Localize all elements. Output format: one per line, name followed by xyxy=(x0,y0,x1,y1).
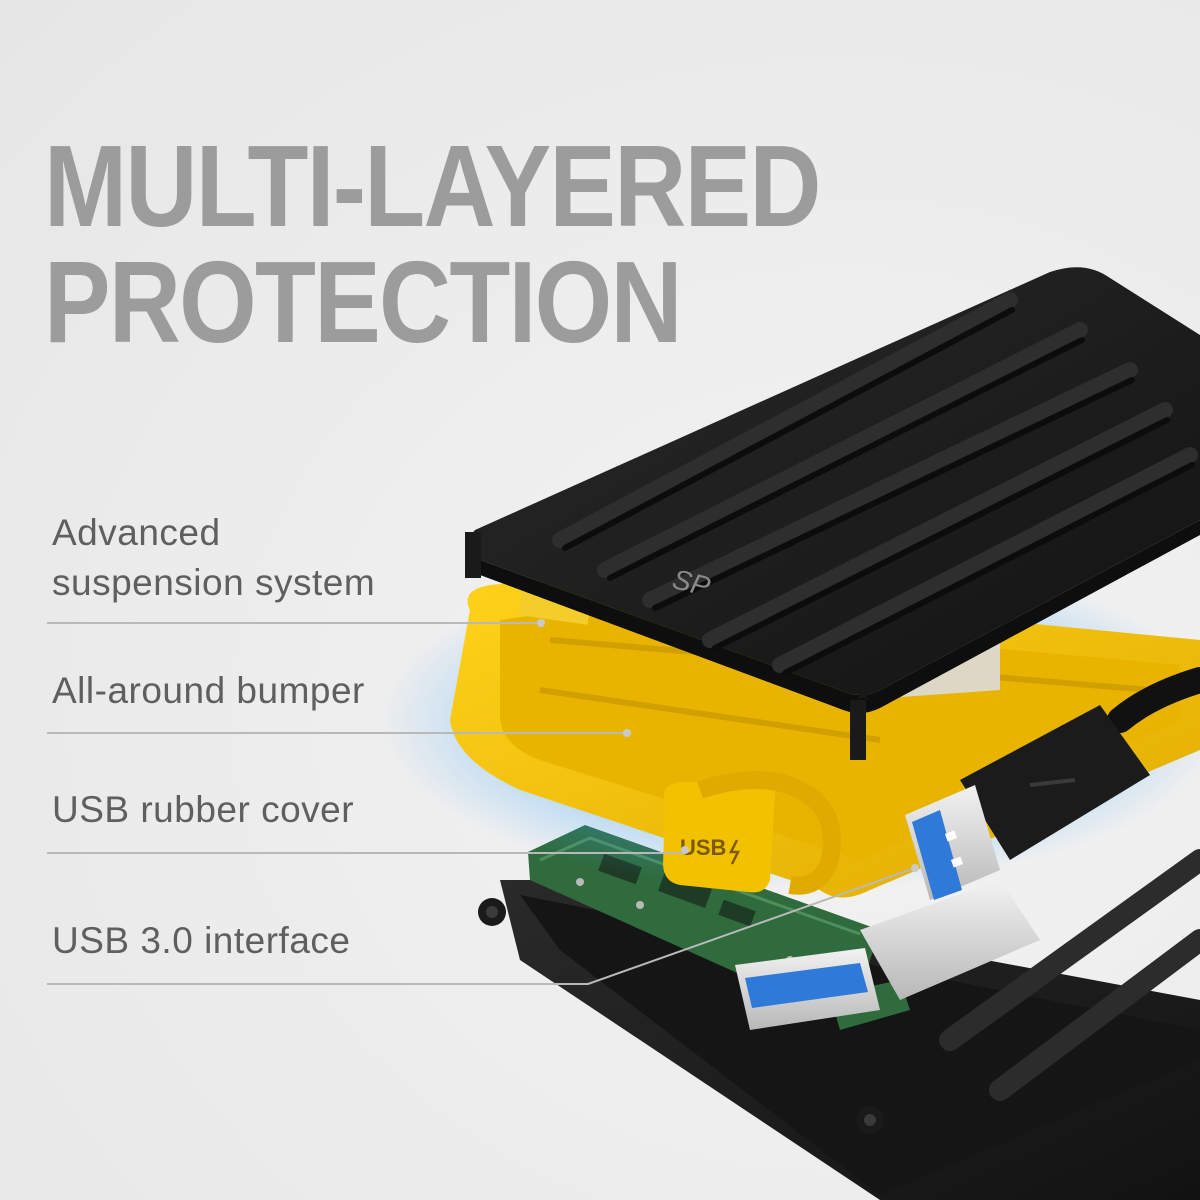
corner-peg-front xyxy=(850,700,866,760)
star-screw-icon xyxy=(858,690,868,700)
lightning-icon xyxy=(728,839,741,865)
bottom-shell xyxy=(478,849,1200,1200)
headline: MULTI-LAYERED PROTECTION xyxy=(44,121,821,367)
corner-peg-left xyxy=(465,532,481,578)
callout-lines xyxy=(47,619,919,985)
callout-suspension-line-1: Advanced xyxy=(52,512,221,553)
callout-dot-suspension xyxy=(537,619,545,627)
callout-bumper-label: All-around bumper xyxy=(52,670,365,711)
callout-suspension-label: Advanced suspension system xyxy=(52,508,375,608)
callout-dot-bumper xyxy=(623,729,631,737)
callout-usb-interface-label: USB 3.0 interface xyxy=(52,920,351,961)
headline-line-1: MULTI-LAYERED xyxy=(44,121,821,251)
top-cover: SP xyxy=(465,267,1200,760)
headline-line-2: PROTECTION xyxy=(44,237,683,367)
cover-ridges xyxy=(552,292,1198,673)
usb-cable xyxy=(905,667,1200,900)
callout-usb-cover-label: USB rubber cover xyxy=(52,789,355,830)
usb-rubber-cover: USB xyxy=(663,771,841,895)
callout-dot-usb-cover xyxy=(681,846,689,854)
callout-dot-usb-interface xyxy=(911,864,919,872)
board-usb-port xyxy=(735,880,1040,1030)
callout-suspension-line-2: suspension system xyxy=(52,562,376,603)
callout-line-usb-interface xyxy=(47,867,916,985)
